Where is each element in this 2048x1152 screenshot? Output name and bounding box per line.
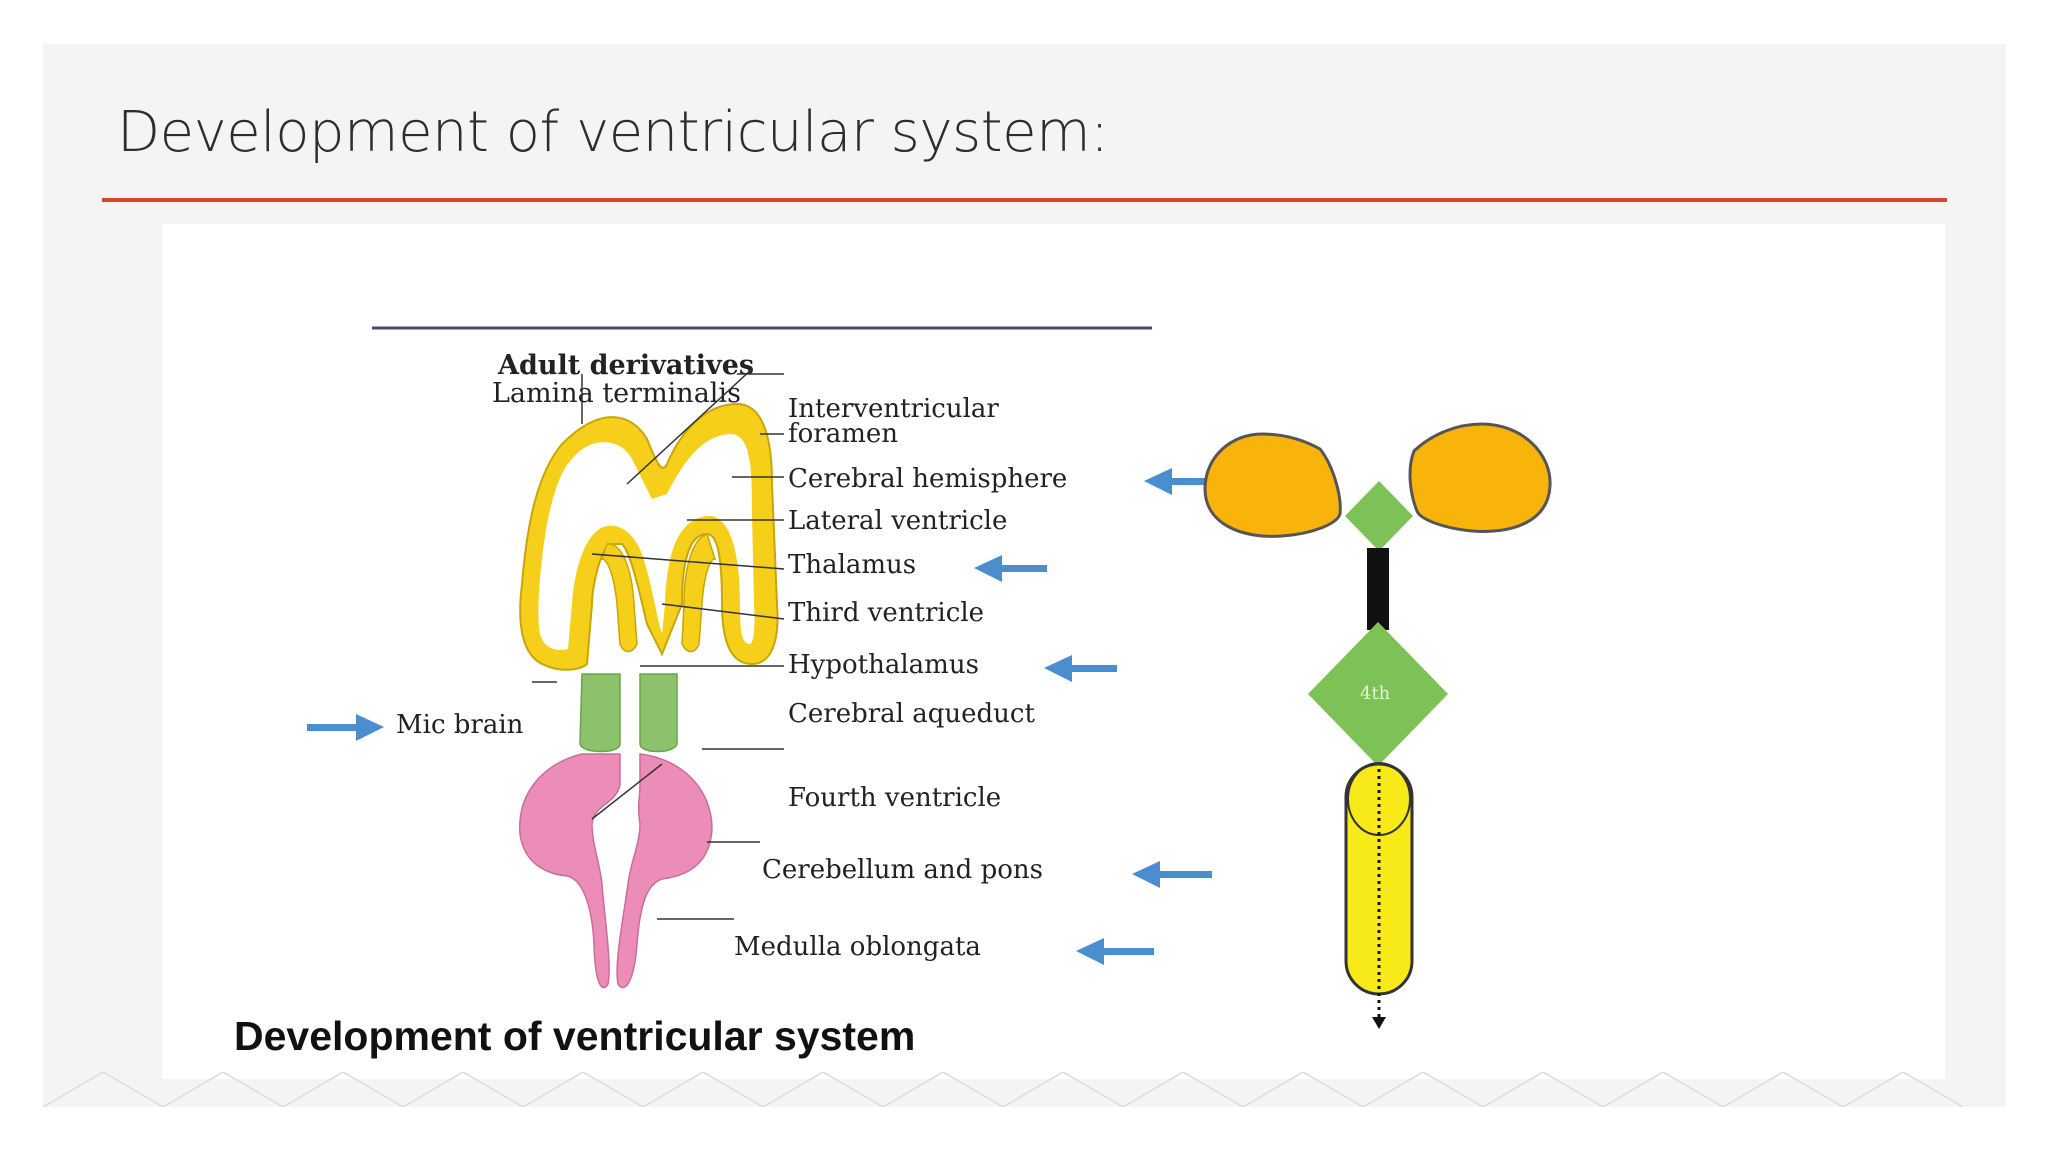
leader-lines: [532, 368, 785, 920]
ventricular-diagram: Adult derivatives Lamina terminalis: [234, 326, 1552, 1059]
lateral-ventricle-right: [1408, 422, 1552, 533]
label-cerebral-hemisphere: Cerebral hemisphere: [788, 464, 1067, 494]
midbrain-shape: [579, 673, 678, 753]
background-pattern: [43, 1072, 1964, 1107]
fourth-ventricle-label: 4th: [1360, 683, 1391, 704]
adult-derivatives-header: Adult derivatives: [497, 350, 754, 381]
figure-panel: Adult derivatives Lamina terminalis: [162, 224, 1945, 1079]
lateral-ventricle-left: [1203, 432, 1342, 538]
lamina-terminalis-label: Lamina terminalis: [492, 378, 741, 409]
label-cerebellum-pons: Cerebellum and pons: [762, 855, 1043, 885]
arrow-icon-midbrain: [307, 714, 384, 741]
label-medulla-oblongata: Medulla oblongata: [734, 932, 981, 962]
label-fourth-ventricle: Fourth ventricle: [788, 783, 1001, 813]
third-ventricle-diamond: [1345, 481, 1413, 551]
label-third-ventricle: Third ventricle: [788, 598, 984, 628]
fourth-ventricle-diamond: [1308, 622, 1448, 766]
label-hypothalamus: Hypothalamus: [788, 650, 979, 680]
figure-caption: Development of ventricular system: [234, 1013, 915, 1059]
arrow-icon-hypothalamus: [1044, 655, 1117, 682]
label-lateral-ventricle: Lateral ventricle: [788, 506, 1007, 536]
forebrain-shape: [519, 402, 779, 671]
blue-arrows: [307, 468, 1222, 965]
slide-title: Development of ventricular system:: [117, 100, 1109, 165]
cerebral-aqueduct-bar: [1367, 548, 1389, 630]
label-interventricular: Interventricular: [788, 394, 999, 424]
slide: Development of ventricular system: Adult…: [43, 44, 2006, 1107]
arrow-icon-cerebellum: [1132, 861, 1212, 888]
label-thalamus: Thalamus: [788, 550, 916, 580]
arrow-down-icon: [1372, 1017, 1386, 1029]
label-cerebral-aqueduct: Cerebral aqueduct: [788, 699, 1035, 729]
label-foramen: foramen: [788, 419, 898, 449]
label-midbrain: Mic brain: [396, 710, 524, 740]
title-underline: [102, 198, 1947, 202]
hindbrain-shape: [519, 753, 713, 989]
arrow-icon-cerebral-hemisphere: [1144, 468, 1222, 495]
arrow-icon-medulla: [1076, 938, 1154, 965]
arrow-icon-thalamus: [974, 555, 1047, 582]
ventricle-schematic: 4th: [1203, 422, 1552, 1029]
